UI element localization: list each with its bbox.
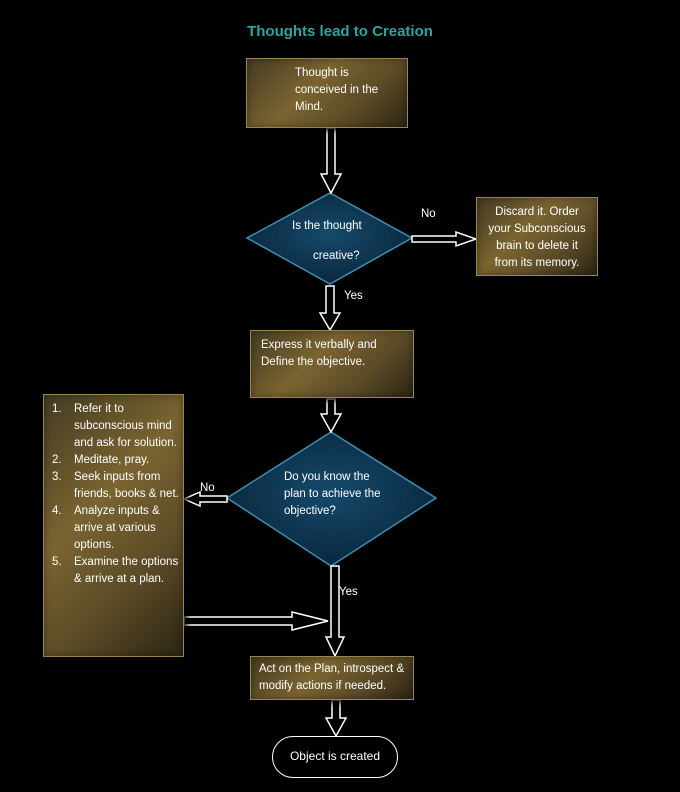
end-node: Object is created xyxy=(272,736,398,778)
solution-step: 2. Meditate, pray. xyxy=(52,452,179,469)
solution-step-text: Seek inputs from friends, books & net. xyxy=(74,471,179,500)
start-node: Thought is conceived in the Mind. xyxy=(246,58,408,128)
solution-step-number: 5. xyxy=(52,556,62,568)
arrow-express-to-decision2 xyxy=(319,398,343,434)
decision-diamond-creative xyxy=(245,192,414,285)
solution-steps-node: 1. Refer it to subconscious mind and ask … xyxy=(43,394,184,657)
solution-step-number: 3. xyxy=(52,471,62,483)
diagram-title: Thoughts lead to Creation xyxy=(247,23,433,40)
solution-step: 5. Examine the options & arrive at a plan… xyxy=(52,554,179,588)
solution-step-number: 2. xyxy=(52,454,62,466)
express-node: Express it verbally and Define the objec… xyxy=(250,330,414,398)
solution-step-text: Meditate, pray. xyxy=(74,454,150,466)
discard-node: Discard it. Order your Subconscious brai… xyxy=(476,197,598,276)
arrow-decision1-no xyxy=(411,230,479,248)
solution-step-number: 1. xyxy=(52,403,62,415)
edge-label-d1-no: No xyxy=(421,208,436,220)
arrow-start-to-decision1 xyxy=(319,127,343,195)
solution-step: 3. Seek inputs from friends, books & net. xyxy=(52,469,179,503)
act-node: Act on the Plan, introspect & modify act… xyxy=(250,656,414,700)
edge-label-d2-yes: Yes xyxy=(339,586,358,598)
arrow-decision2-yes xyxy=(324,565,346,658)
arrow-act-to-end xyxy=(324,699,348,738)
solution-steps-list: 1. Refer it to subconscious mind and ask … xyxy=(52,401,179,588)
decision1-label-line1: Is the thought xyxy=(292,220,362,232)
arrow-decision1-yes xyxy=(318,285,342,332)
solution-step-text: Refer it to subconscious mind and ask fo… xyxy=(74,403,177,449)
solution-step-text: Analyze inputs & arrive at various optio… xyxy=(74,505,160,551)
solution-step-number: 4. xyxy=(52,505,62,517)
edge-label-d2-no: No xyxy=(200,482,215,494)
decision2-label: Do you know the plan to achieve the obje… xyxy=(284,471,381,517)
edge-label-d1-yes: Yes xyxy=(344,290,363,302)
solution-step: 4. Analyze inputs & arrive at various opt… xyxy=(52,503,179,554)
solution-step: 1. Refer it to subconscious mind and ask … xyxy=(52,401,179,452)
solution-step-text: Examine the options & arrive at a plan. xyxy=(74,556,179,585)
arrow-decision2-no xyxy=(182,490,228,508)
decision1-label-line2: creative? xyxy=(313,250,360,262)
arrow-steps-to-act xyxy=(183,611,329,631)
